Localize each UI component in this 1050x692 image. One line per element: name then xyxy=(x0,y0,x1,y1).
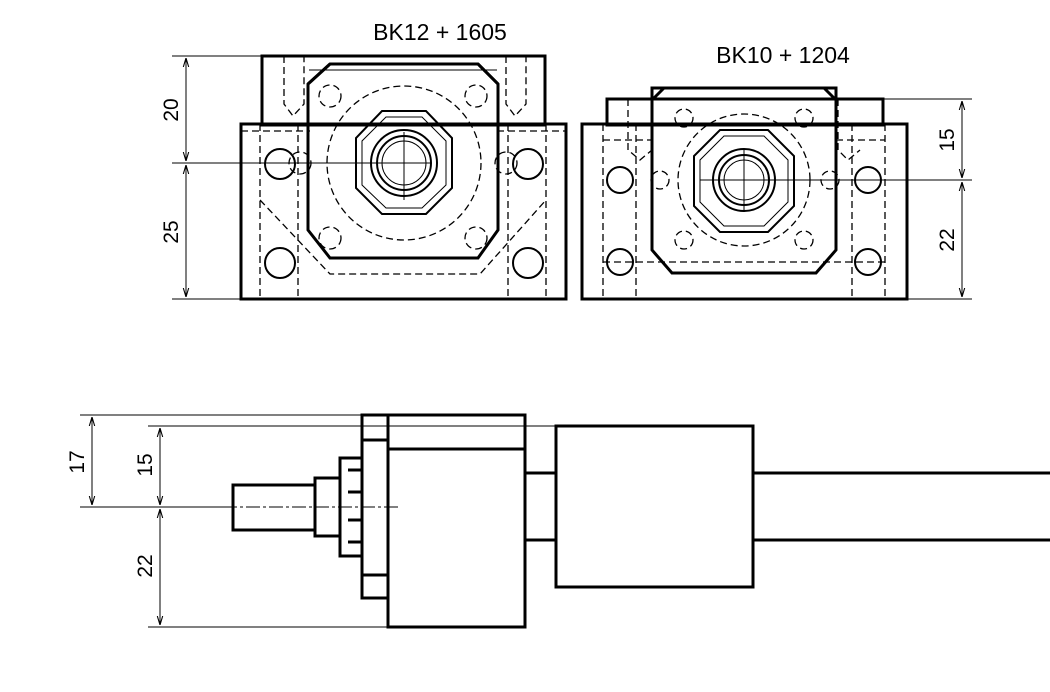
bk12-dim-upper: 20 xyxy=(160,98,183,121)
side-dimensions: 17 15 22 xyxy=(66,414,556,628)
bk10-dimensions: 15 22 xyxy=(700,98,972,300)
side-view xyxy=(200,413,1050,629)
bk10-dim-upper: 15 xyxy=(936,128,959,151)
bk12-dimensions: 20 25 xyxy=(160,55,430,300)
side-ballnut xyxy=(554,424,755,589)
bk10-front-view: BK10 + 1204 xyxy=(580,42,909,301)
side-dim-lower: 22 xyxy=(134,554,157,577)
bk12-dim-lower: 25 xyxy=(160,220,183,243)
bk10-dim-lower: 22 xyxy=(936,228,959,251)
bk10-housing xyxy=(650,86,838,275)
bk10-top-boss xyxy=(605,97,885,127)
bk12-front-view: BK12 + 1605 xyxy=(239,19,568,301)
bk10-title: BK10 + 1204 xyxy=(716,42,850,68)
bk12-title: BK12 + 1605 xyxy=(373,19,507,45)
side-dim-upper: 15 xyxy=(134,453,157,476)
side-housing xyxy=(386,413,527,629)
bk12-top-boss xyxy=(260,54,547,127)
side-dim-outer: 17 xyxy=(66,450,89,473)
